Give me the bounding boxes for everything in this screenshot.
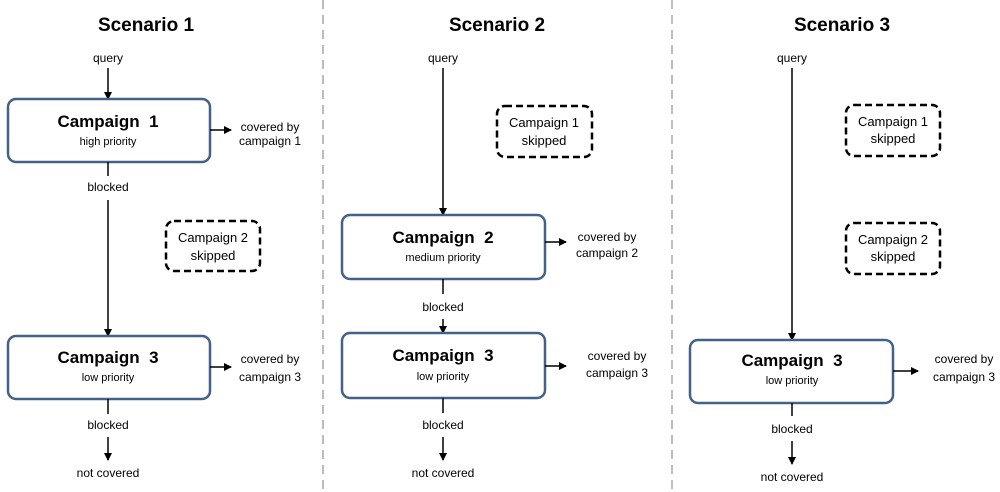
scenario-1: Scenario 1 query Campaign 1 high priorit…	[6, 15, 301, 480]
scenario-2-not-covered-label: not covered	[412, 466, 475, 480]
scenario-3-not-covered-label: not covered	[761, 470, 824, 484]
scenario-3-campaign-3-covered-line2: campaign 3	[933, 370, 995, 384]
scenario-1-campaign-1-covered-line2: campaign 1	[239, 134, 301, 148]
scenario-3-skipped-2-line1: Campaign 2	[858, 232, 928, 247]
scenario-1-campaign-1-covered-line1: covered by	[241, 120, 300, 134]
scenario-1-blocked-2-label: blocked	[87, 418, 128, 432]
scenario-3-skipped-1-line2: skipped	[871, 131, 916, 146]
scenario-2: Scenario 2 query Campaign 1 skipped Camp…	[340, 15, 648, 480]
scenario-3-query-label: query	[777, 51, 807, 65]
scenario-3-campaign-3-covered-line1: covered by	[935, 352, 994, 366]
scenario-3-campaign-3-box	[688, 338, 895, 405]
scenario-1-campaign-3-priority: low priority	[82, 372, 135, 384]
scenario-2-query-label: query	[428, 51, 458, 65]
scenario-1-campaign-3-covered-line2: campaign 3	[239, 370, 301, 384]
scenario-1-skipped-line2: skipped	[191, 248, 236, 263]
scenario-1-skipped-box	[164, 219, 262, 273]
scenario-2-blocked-1-label: blocked	[422, 300, 463, 314]
scenario-1-blocked-1-label: blocked	[87, 180, 128, 194]
scenario-1-campaign-3-covered-line1: covered by	[241, 352, 300, 366]
scenario-3: Scenario 3 query Campaign 1 skipped Camp…	[688, 15, 995, 484]
scenario-2-campaign-2-box	[340, 213, 547, 281]
scenario-2-campaign-3-name: Campaign 3	[392, 346, 493, 365]
scenario-3-campaign-3-priority: low priority	[766, 375, 819, 387]
scenario-1-title: Scenario 1	[98, 15, 195, 36]
scenario-3-campaign-3-name: Campaign 3	[741, 351, 842, 370]
scenario-1-query-label: query	[93, 51, 123, 65]
scenario-3-skipped-1-line1: Campaign 1	[858, 114, 928, 129]
scenario-3-title: Scenario 3	[794, 15, 890, 36]
scenario-1-campaign-3-name: Campaign 3	[57, 348, 158, 367]
scenario-2-campaign-2-covered-line2: campaign 2	[576, 246, 638, 260]
scenario-2-skipped-line1: Campaign 1	[509, 115, 579, 130]
scenario-2-blocked-2-label: blocked	[422, 418, 463, 432]
scenario-3-skipped-2-box	[844, 221, 942, 276]
scenario-2-skipped-line2: skipped	[522, 133, 567, 148]
scenario-2-campaign-3-box	[340, 331, 547, 400]
scenario-2-campaign-3-covered-line2: campaign 3	[586, 366, 648, 380]
scenario-3-blocked-label: blocked	[771, 422, 812, 436]
scenario-2-title: Scenario 2	[449, 15, 545, 36]
scenario-2-skipped-box	[495, 104, 594, 159]
scenario-1-campaign-3-box	[6, 334, 212, 401]
scenario-2-campaign-3-covered-line1: covered by	[588, 349, 647, 363]
scenario-1-skipped-line1: Campaign 2	[178, 230, 248, 245]
scenario-2-campaign-2-covered-line1: covered by	[578, 230, 637, 244]
scenario-1-campaign-1-priority: high priority	[80, 136, 137, 148]
scenario-1-not-covered-label: not covered	[77, 466, 140, 480]
scenario-1-campaign-1-name: Campaign 1	[57, 112, 158, 131]
scenario-2-campaign-2-name: Campaign 2	[392, 228, 493, 247]
scenario-3-skipped-1-box	[844, 103, 942, 158]
scenario-2-campaign-3-priority: low priority	[417, 371, 470, 383]
scenario-3-skipped-2-line2: skipped	[871, 249, 916, 264]
scenario-2-campaign-2-priority: medium priority	[405, 252, 481, 264]
